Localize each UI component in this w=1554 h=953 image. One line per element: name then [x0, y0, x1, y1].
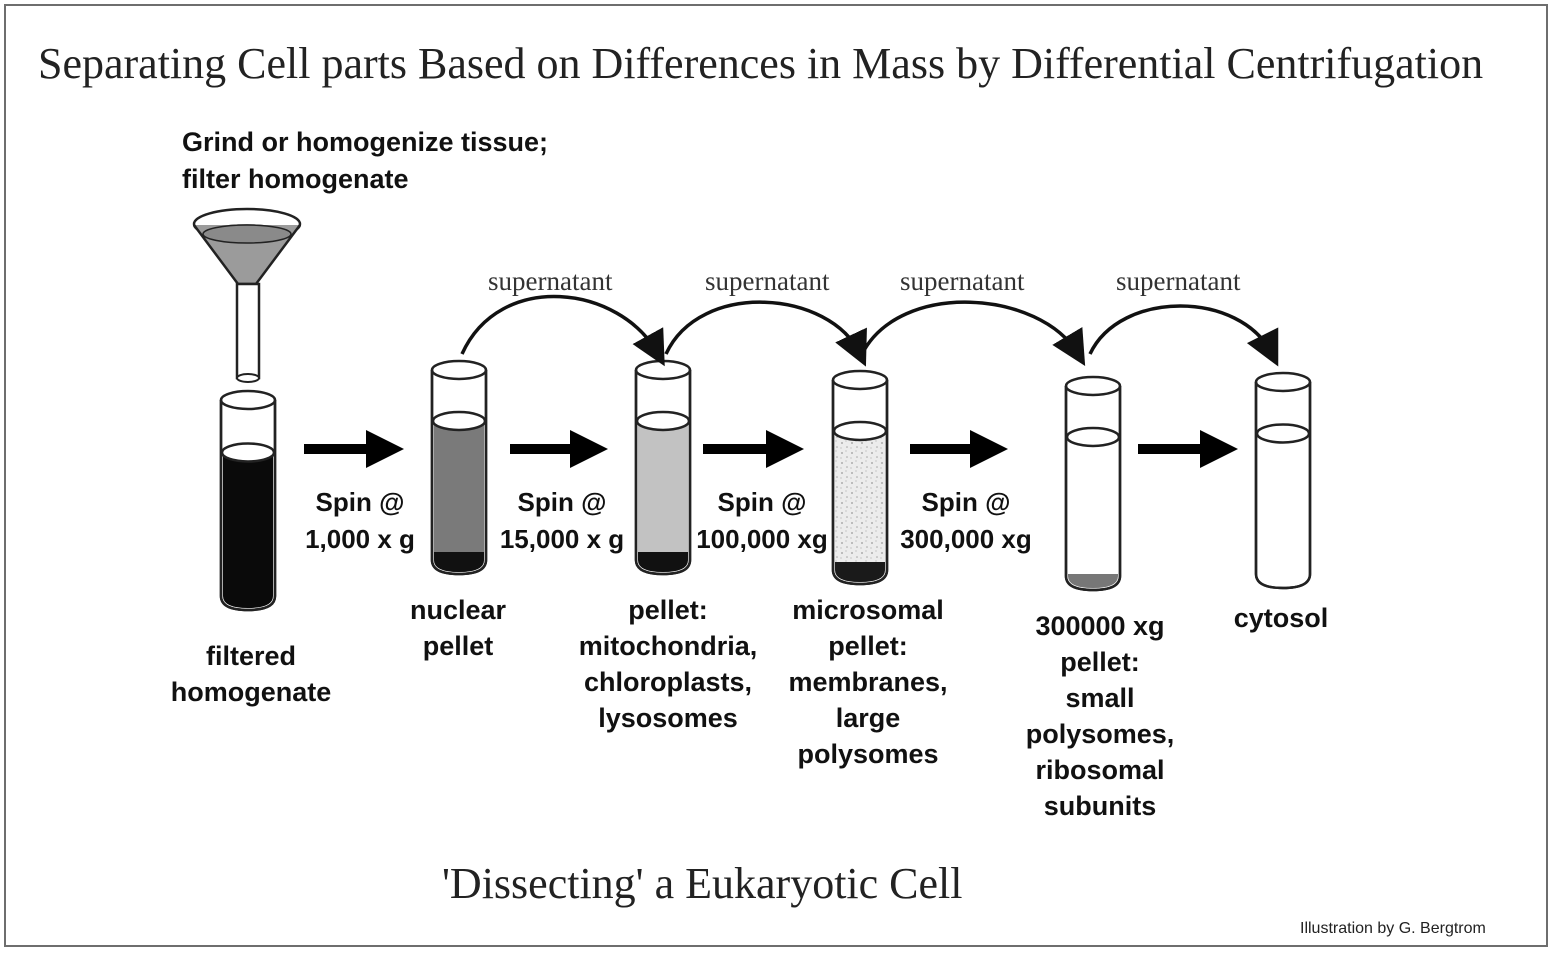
centrifuge-tube-2 — [430, 359, 488, 576]
supernatant-transfer-arrow-2 — [664, 300, 867, 367]
supernatant-label-2: supernatant — [705, 266, 830, 296]
credit-text: Illustration by G. Bergtrom — [1300, 920, 1486, 937]
funnel-icon — [192, 207, 302, 383]
tube-liquid — [434, 421, 484, 572]
process-arrow-2 — [510, 430, 608, 468]
tube-pellet — [638, 552, 688, 572]
spin-condition-2: Spin @ 15,000 x g — [499, 487, 625, 554]
tube-label-4: microsomal pellet: membranes, large poly… — [788, 595, 948, 769]
supernatant-label-3: supernatant — [900, 266, 1025, 296]
tube-liquid — [1068, 437, 1118, 588]
tube-pellet — [434, 552, 484, 572]
centrifuge-tube-6 — [1254, 371, 1312, 590]
process-arrow-5 — [1138, 430, 1238, 468]
tube-pellet — [1068, 574, 1118, 588]
centrifuge-tube-4 — [831, 369, 889, 586]
tube-label-3: pellet: mitochondria, chloroplasts, lyso… — [578, 595, 758, 733]
supernatant-transfer-arrow-1 — [460, 294, 665, 367]
spin-condition-1: Spin @ 1,000 x g — [305, 487, 415, 554]
tube-liquid — [835, 431, 885, 582]
tube-label-1: filtered homogenate — [170, 641, 332, 707]
tube-label-6: cytosol — [1233, 603, 1329, 633]
spin-condition-3: Spin @ 100,000 xg — [696, 487, 828, 554]
tube-liquid — [638, 421, 688, 572]
tube-label-2: nuclear pellet — [409, 595, 507, 661]
supernatant-label-1: supernatant — [488, 266, 613, 296]
supernatant-transfer-arrow-4 — [1088, 304, 1279, 367]
tube-liquid — [1258, 433, 1308, 586]
tube-label-5: 300000 xg pellet: small polysomes, ribos… — [1025, 611, 1175, 821]
supernatant-transfer-arrow-3 — [860, 300, 1086, 367]
instruction-text: Grind or homogenize tissue; filter homog… — [182, 127, 549, 194]
centrifuge-tube-1 — [219, 389, 277, 612]
figure-title: Separating Cell parts Based on Differenc… — [38, 39, 1484, 88]
centrifuge-tube-5 — [1064, 375, 1122, 592]
tube-pellet — [835, 562, 885, 582]
tube-liquid — [223, 452, 273, 608]
process-arrow-4 — [910, 430, 1008, 468]
figure-subtitle: 'Dissecting' a Eukaryotic Cell — [442, 859, 963, 908]
spin-condition-4: Spin @ 300,000 xg — [900, 487, 1032, 554]
process-arrow-3 — [703, 430, 804, 468]
process-arrow-1 — [304, 430, 404, 468]
supernatant-label-4: supernatant — [1116, 266, 1241, 296]
